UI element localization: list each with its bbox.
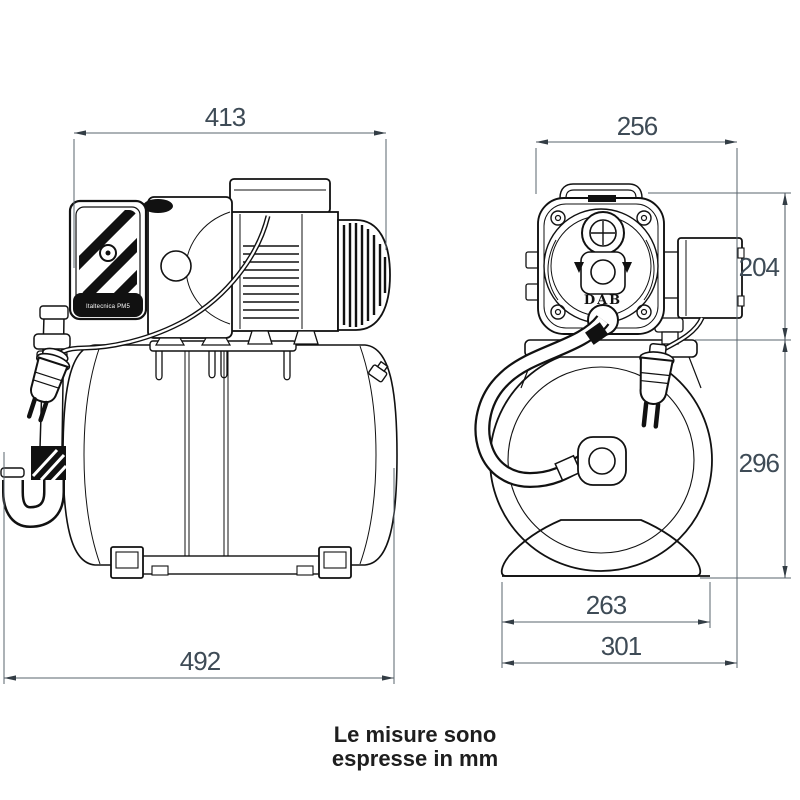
units-note-line2: espresse in mm <box>332 746 498 771</box>
end-terminal-box <box>654 237 745 345</box>
dab-logo: DAB <box>584 293 622 308</box>
end-plug <box>639 342 675 429</box>
dim-263: 263 <box>586 590 627 620</box>
dim-296: 296 <box>739 448 780 478</box>
side-pump-assembly: Italtecnica PM5 <box>26 178 391 423</box>
side-power-cable <box>49 215 271 364</box>
pressure-switch: Italtecnica PM5 <box>68 199 148 321</box>
dim-413: 413 <box>205 102 246 132</box>
pressure-switch-label: Italtecnica PM5 <box>86 304 130 310</box>
units-note: Le misure sono espresse in mm <box>332 722 498 771</box>
dim-301: 301 <box>601 631 642 661</box>
dimension-layer: 413 492 256 204 296 263 301 <box>3 102 791 684</box>
side-tank <box>62 344 398 566</box>
side-view: Italtecnica PM5 <box>0 178 398 579</box>
end-pump-face: DAB <box>525 183 665 336</box>
motor-fins <box>243 245 299 319</box>
end-base-foot <box>500 519 702 577</box>
tank-centre-fitting <box>577 436 627 486</box>
air-valve <box>368 360 389 383</box>
flexible-hose <box>474 314 610 489</box>
dim-256: 256 <box>617 111 658 141</box>
dim-204: 204 <box>739 252 780 282</box>
side-plug <box>26 347 71 423</box>
pipe-elbow <box>0 305 71 529</box>
units-note-line1: Le misure sono <box>334 722 497 747</box>
dim-492: 492 <box>180 646 221 676</box>
end-view: DAB <box>474 183 745 577</box>
tank-feet <box>110 546 352 579</box>
fan-cover-ribs <box>342 223 387 327</box>
